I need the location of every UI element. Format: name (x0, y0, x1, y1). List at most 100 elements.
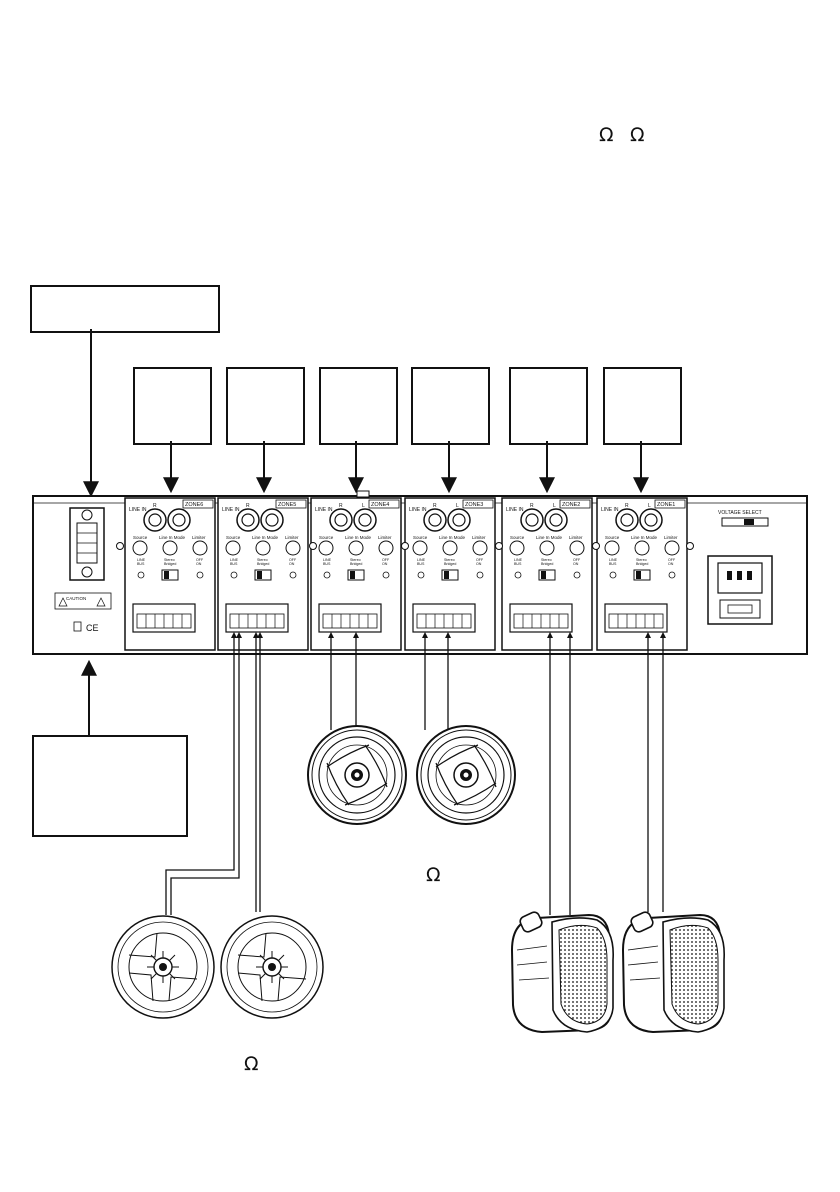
zone2-on-label: ON (573, 562, 579, 566)
zone2-mode-label: Line In Mode (536, 535, 563, 540)
power-callout-box (30, 285, 220, 333)
omega-mark-top-1: Ω (599, 124, 614, 146)
zone6-label: ZONE6 (185, 502, 203, 508)
zone1-limiter-label: Limiter (664, 535, 678, 540)
caution-label: CAUTION (66, 596, 86, 601)
zone1-on-label: ON (668, 562, 674, 566)
zone3-line-label: LINE (417, 558, 426, 562)
zone1-module (596, 497, 688, 651)
zone4-limiter-label: Limiter (378, 535, 392, 540)
zone3-stereo-label: Stereo (444, 558, 455, 562)
zone3-callout-box (411, 367, 490, 445)
zone4-label: ZONE4 (371, 502, 389, 508)
zone5-line-label: LINE (230, 558, 239, 562)
zone6-line-in-label: LINE IN (129, 507, 147, 513)
zone1-line-label: LINE (609, 558, 618, 562)
omega-mark-top-2: Ω (630, 124, 645, 146)
zone6-stereo-label: Stereo (164, 558, 175, 562)
ceiling-speaker-zone5-a (111, 915, 215, 1019)
zone2-line-label: LINE (514, 558, 523, 562)
zone1-l-label: L (648, 503, 651, 509)
zone4-source-label: Source (319, 535, 334, 540)
zone6-module (124, 497, 216, 651)
zone6-mode-label: Line In Mode (159, 535, 186, 540)
zone6-bridged-label: Bridged (164, 562, 176, 566)
zone4-stereo-label: Stereo (350, 558, 361, 562)
zone1-bus-label: BUS (609, 562, 617, 566)
box-speaker-zone2 (511, 909, 615, 1033)
zone5-wires (165, 636, 261, 915)
zone1-stereo-label: Stereo (636, 558, 647, 562)
zone6-r-label: R (153, 503, 157, 509)
zone4-mode-label: Line In Mode (345, 535, 372, 540)
zone4-line-label: LINE (323, 558, 332, 562)
omega-mark-middle: Ω (426, 864, 441, 886)
zone4-bus-label: BUS (323, 562, 331, 566)
zone1-bridged-label: Bridged (636, 562, 648, 566)
zone1-label: ZONE1 (657, 502, 675, 508)
zone4-line-in-label: LINE IN (315, 507, 333, 513)
zone1-callout-box (603, 367, 682, 445)
zone1-line-in-label: LINE IN (601, 507, 619, 513)
zone4-bridged-label: Bridged (350, 562, 362, 566)
zone4-on-label: ON (382, 562, 388, 566)
zone1-wires (647, 636, 664, 912)
zone5-label: ZONE5 (278, 502, 296, 508)
zone-modules (124, 497, 688, 651)
zone5-mode-label: Line In Mode (252, 535, 279, 540)
zone3-bus-label: BUS (417, 562, 425, 566)
zone1-r-label: R (625, 503, 629, 509)
zone3-wires (424, 636, 449, 730)
zone2-stereo-label: Stereo (541, 558, 552, 562)
zone6-off-label: OFF (196, 558, 204, 562)
zone5-off-label: OFF (289, 558, 297, 562)
zone4-l-label: L (362, 503, 365, 509)
zone3-r-label: R (433, 503, 437, 509)
zone2-line-in-label: LINE IN (506, 507, 524, 513)
zone2-wires (549, 636, 571, 915)
zone3-l-label: L (456, 503, 459, 509)
zone3-line-in-label: LINE IN (409, 507, 427, 513)
zone6-line-label: LINE (137, 558, 146, 562)
zone2-bridged-label: Bridged (541, 562, 553, 566)
ceiling-speaker-zone5-b (220, 915, 324, 1019)
bus-callout-box (32, 735, 188, 837)
zone2-r-label: R (530, 503, 534, 509)
zone6-on-label: ON (196, 562, 202, 566)
zone2-bus-label: BUS (514, 562, 522, 566)
zone5-bridged-label: Bridged (257, 562, 269, 566)
zone5-line-in-label: LINE IN (222, 507, 240, 513)
zone5-r-label: R (246, 503, 250, 509)
zone2-limiter-label: Limiter (569, 535, 583, 540)
zone3-on-label: ON (476, 562, 482, 566)
box-speaker-zone1 (622, 909, 726, 1033)
zone2-l-label: L (553, 503, 556, 509)
zone4-off-label: OFF (382, 558, 390, 562)
omega-mark-bottom: Ω (244, 1053, 259, 1075)
ce-mark: CE (86, 623, 99, 633)
zone6-source-label: Source (133, 535, 148, 540)
zone4-callout-box (319, 367, 398, 445)
round-speaker-zone3 (416, 725, 516, 825)
zone5-source-label: Source (226, 535, 241, 540)
voltage-select-label: VOLTAGE SELECT (718, 510, 762, 516)
zone4-wires (330, 636, 357, 730)
zone5-limiter-label: Limiter (285, 535, 299, 540)
zone2-label: ZONE2 (562, 502, 580, 508)
zone5-on-label: ON (289, 562, 295, 566)
zone2-source-label: Source (510, 535, 525, 540)
zone3-limiter-label: Limiter (472, 535, 486, 540)
zone3-bridged-label: Bridged (444, 562, 456, 566)
zone4-r-label: R (339, 503, 343, 509)
zone5-module (217, 497, 309, 651)
zone2-callout-box (509, 367, 588, 445)
zone1-off-label: OFF (668, 558, 676, 562)
round-speaker-zone4 (307, 725, 407, 825)
zone1-mode-label: Line In Mode (631, 535, 658, 540)
zone3-module (404, 497, 496, 651)
zone3-label: ZONE3 (465, 502, 483, 508)
zone5-stereo-label: Stereo (257, 558, 268, 562)
zone6-bus-label: BUS (137, 562, 145, 566)
zone2-module (501, 497, 593, 651)
